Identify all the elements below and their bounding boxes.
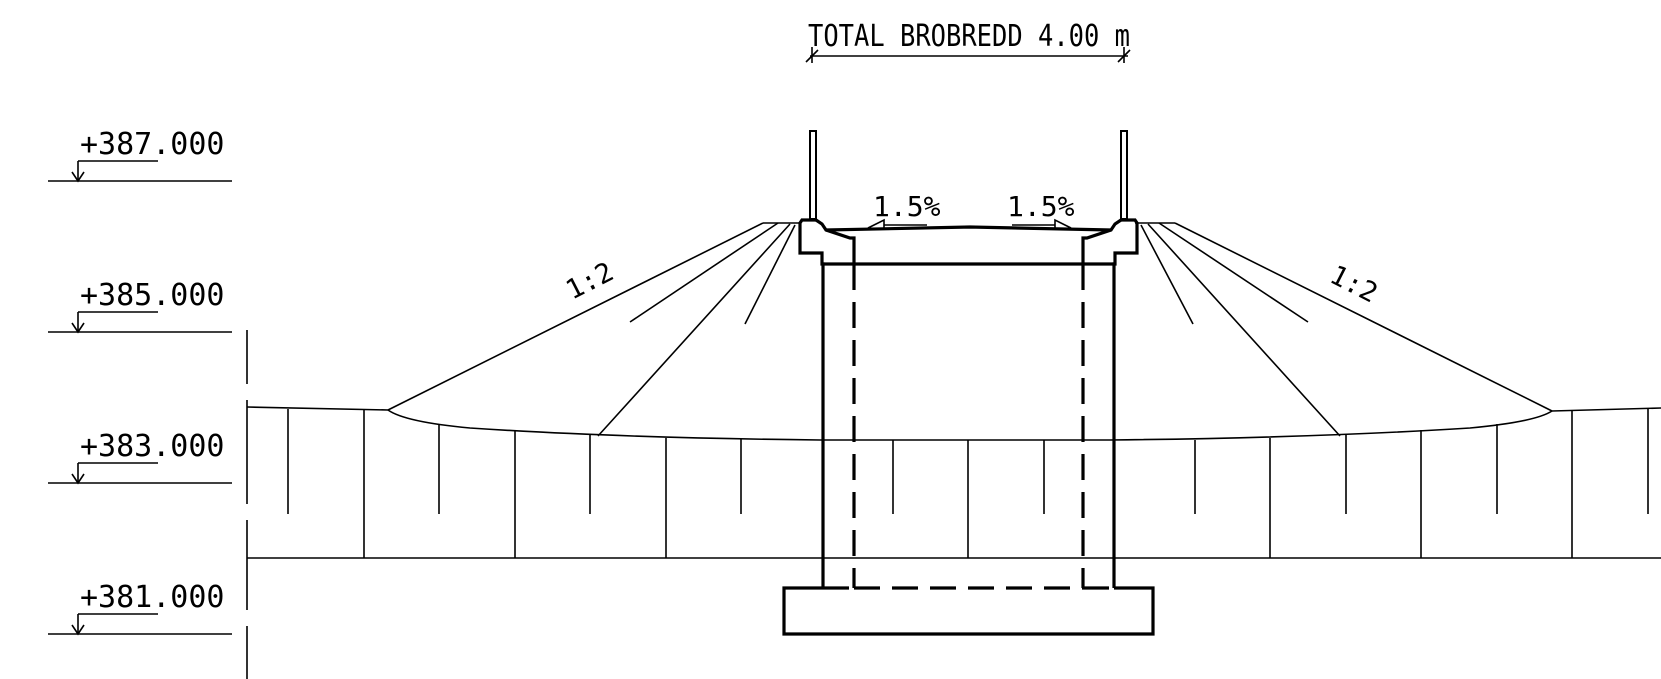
crossfall-left-label: 1.5% xyxy=(873,190,941,223)
abutment-hidden-lines xyxy=(852,264,1085,590)
elevation-marker-387: +387.000 xyxy=(48,127,232,183)
ground-hatch-long xyxy=(363,410,1573,558)
railing-right xyxy=(1120,130,1128,220)
railing-left xyxy=(809,130,817,220)
elevation-marker-383: +383.000 xyxy=(48,429,232,485)
elevation-marker-385: +385.000 xyxy=(48,278,232,334)
bridge-deck xyxy=(798,218,1139,588)
elevation-marker-381: +381.000 xyxy=(48,580,232,636)
crossfall-left: 1.5% xyxy=(867,190,941,229)
crossfall-right: 1.5% xyxy=(1007,190,1075,229)
foundation-footing xyxy=(782,586,1155,636)
ground-hatch-short xyxy=(287,409,1649,514)
elevation-label-383: +383.000 xyxy=(80,429,225,464)
crossfall-right-label: 1.5% xyxy=(1007,190,1075,223)
elevation-label-385: +385.000 xyxy=(80,278,225,313)
elevation-label-381: +381.000 xyxy=(80,580,225,615)
ground-layer xyxy=(246,406,1661,559)
embankment-right xyxy=(1135,222,1553,437)
title-total-bridge-width: TOTAL BROBREDD 4.00 m xyxy=(808,19,1130,54)
embankment-left xyxy=(387,222,800,437)
title-dimension-line xyxy=(805,47,1131,63)
elevation-label-387: +387.000 xyxy=(80,127,225,162)
